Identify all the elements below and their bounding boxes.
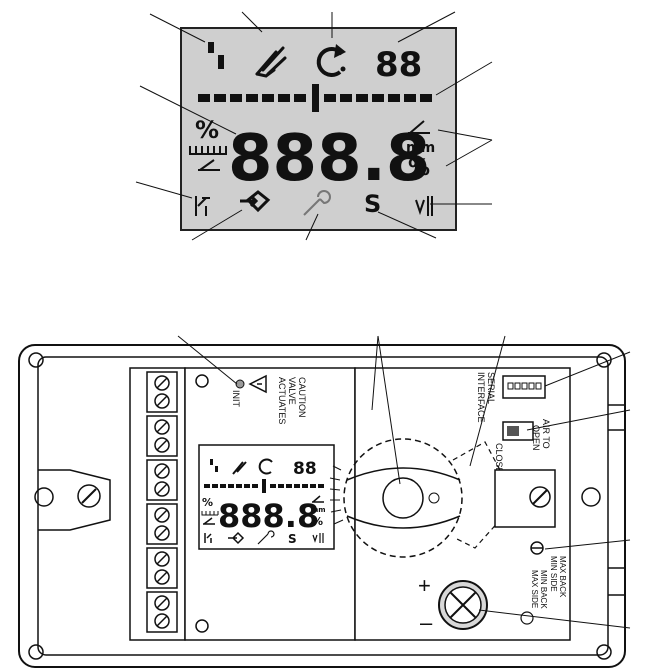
cam-scale-ticks — [329, 465, 344, 525]
open-label: OPEN — [531, 425, 541, 451]
min-back-label: MIN BACK — [539, 570, 548, 609]
angle-icon-right — [408, 120, 430, 134]
cam-dial — [329, 438, 501, 558]
ground-frame — [38, 469, 111, 531]
air-to-label: AIR TO — [541, 419, 551, 449]
init-label: INIT — [231, 390, 241, 408]
side-bracket — [608, 567, 626, 596]
limit-switch-2-icon — [415, 196, 433, 216]
unit-percent-right: % — [408, 156, 430, 181]
hand-icon — [232, 461, 247, 475]
plus-sign: + — [418, 573, 431, 598]
minus-sign: – — [420, 610, 433, 635]
lcd-main-digits: 888.8 — [218, 497, 319, 535]
caution-line-2: VALVE — [287, 377, 297, 405]
close-label: CLOSE — [494, 443, 504, 474]
lcd-small-frame — [198, 444, 335, 550]
panel-screw — [195, 619, 209, 633]
mount-hole — [28, 644, 44, 660]
cam-pin — [428, 492, 440, 504]
caution-line-1: CAUTION — [297, 377, 307, 418]
manual-mode-icon — [210, 459, 213, 465]
serial-pins — [507, 382, 542, 390]
wrench-icon — [257, 530, 275, 545]
mm-marker-left — [189, 146, 227, 155]
mount-hole — [581, 487, 601, 507]
lcd-small: 88 % 888.8 mm % S — [201, 458, 326, 546]
unit-percent-left: % — [202, 496, 213, 509]
angle-icon-left — [203, 517, 215, 525]
limit-switch-1-icon — [195, 196, 210, 216]
warning-icon — [248, 374, 267, 394]
lcd-large: 88 % 888.8 — [180, 27, 457, 231]
caution-line-3: ACTUATES — [277, 377, 287, 424]
bargraph — [204, 479, 324, 493]
max-side-label: MAX SIDE — [530, 570, 539, 608]
mount-hole — [596, 644, 612, 660]
mount-hole — [28, 352, 44, 368]
unit-percent-left: % — [195, 116, 219, 144]
unit-mm: mm — [311, 506, 326, 514]
indicator-ring — [520, 611, 534, 625]
bargraph — [198, 84, 432, 112]
ground-screw-slot — [81, 488, 97, 504]
limit-switch-2-icon — [312, 533, 324, 543]
rotation-icon — [258, 458, 273, 475]
lcd-small-digits: 88 — [293, 459, 317, 479]
lcd-main-digits: 888.8 — [228, 122, 430, 196]
min-side-label: MIN SIDE — [549, 556, 558, 592]
lcd-small-digits: 88 — [375, 45, 422, 85]
unit-percent-right: % — [312, 515, 323, 528]
device-board: INIT CAUTION VALVE ACTUATES 88 — [18, 344, 626, 668]
s-symbol: S — [364, 190, 381, 218]
switch-knob — [507, 426, 519, 436]
enter-arrow-icon — [240, 190, 271, 213]
max-back-label: MAX BACK — [558, 556, 567, 598]
gain-knob-cross — [449, 591, 477, 619]
manual-mode-icon — [208, 42, 224, 69]
manual-mode-icon — [215, 466, 218, 472]
cam-hub — [382, 477, 424, 519]
angle-icon-left — [198, 159, 220, 171]
device-callouts — [177, 335, 631, 629]
limit-switch-1-icon — [204, 533, 212, 543]
wrench-icon — [303, 190, 331, 216]
lcd-callouts — [135, 11, 493, 241]
hand-icon — [255, 46, 287, 78]
terminal-screws — [154, 375, 170, 629]
enter-arrow-icon — [228, 531, 245, 545]
s-symbol: S — [288, 532, 297, 546]
mm-marker-left — [201, 511, 219, 516]
angle-icon-right — [312, 495, 324, 503]
side-bracket — [608, 404, 626, 431]
gear-screw-slot — [532, 489, 548, 505]
unit-mm: mm — [406, 140, 435, 156]
panel-screw — [195, 374, 209, 388]
serial-label-2: INTERFACE — [476, 372, 486, 423]
rotation-icon — [316, 44, 346, 77]
init-button[interactable] — [235, 379, 245, 389]
mount-hole — [34, 487, 54, 507]
